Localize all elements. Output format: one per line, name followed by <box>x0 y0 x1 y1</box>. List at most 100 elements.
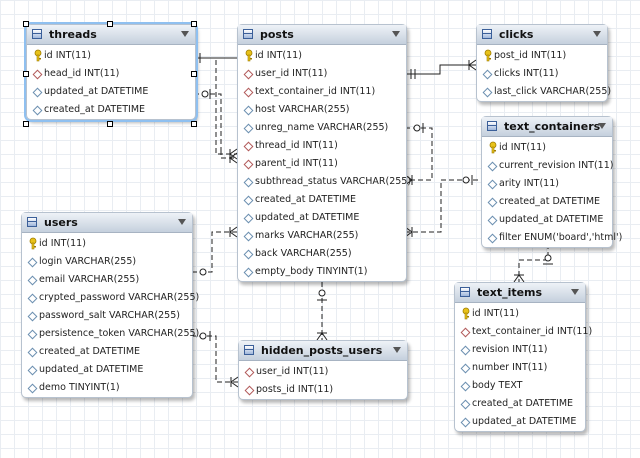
column-row[interactable]: subthread_status VARCHAR(255) <box>238 173 411 191</box>
column-diamond-icon <box>487 211 498 229</box>
selection-handle[interactable] <box>191 121 197 127</box>
selection-handle[interactable] <box>191 21 197 27</box>
column-row[interactable]: id INT(11) <box>482 139 612 157</box>
selection-handle[interactable] <box>23 71 29 77</box>
column-row[interactable]: crypted_password VARCHAR(255) <box>22 289 199 307</box>
column-row[interactable]: number INT(11) <box>455 359 585 377</box>
table-clicks[interactable]: clicks post_id INT(11) clicks INT(11) last_… <box>476 24 611 102</box>
column-row[interactable]: user_id INT(11) <box>239 363 407 381</box>
column-row[interactable]: body TEXT <box>455 377 585 395</box>
column-label: email VARCHAR(255) <box>39 274 140 285</box>
chevron-down-icon[interactable] <box>593 31 601 37</box>
column-row[interactable]: updated_at DATETIME <box>455 413 585 431</box>
column-label: password_salt VARCHAR(255) <box>39 310 180 321</box>
table-icon <box>32 29 42 39</box>
table-threads[interactable]: threads id INT(11) head_id INT(11)updated_… <box>24 22 198 122</box>
table-hidden-posts-users[interactable]: hidden_posts_users user_id INT(11) posts_i… <box>238 340 408 400</box>
column-row[interactable]: updated_at DATETIME <box>27 83 195 101</box>
column-row[interactable]: email VARCHAR(255) <box>22 271 192 289</box>
column-row[interactable]: arity INT(11) <box>482 175 612 193</box>
column-row[interactable]: filter ENUM('board','html') <box>482 229 622 247</box>
column-label: id INT(11) <box>39 238 86 249</box>
column-diamond-icon <box>27 271 38 289</box>
column-row[interactable]: created_at DATETIME <box>238 191 406 209</box>
column-row[interactable]: head_id INT(11) <box>27 65 195 83</box>
table-header[interactable]: text_containers <box>482 117 612 137</box>
column-row[interactable]: clicks INT(11) <box>477 65 607 83</box>
chevron-down-icon[interactable] <box>598 123 606 129</box>
column-diamond-icon <box>243 101 254 119</box>
column-diamond-icon <box>482 83 493 101</box>
table-header[interactable]: text_items <box>455 283 585 303</box>
column-label: posts_id INT(11) <box>256 384 334 395</box>
selection-handle[interactable] <box>191 71 197 77</box>
column-diamond-icon <box>487 229 498 247</box>
column-label: updated_at DATETIME <box>472 416 577 427</box>
chevron-down-icon[interactable] <box>181 31 189 37</box>
table-posts[interactable]: posts id INT(11)user_id INT(11)text_conta… <box>237 24 411 282</box>
column-diamond-icon <box>243 209 254 227</box>
column-row[interactable]: marks VARCHAR(255) <box>238 227 406 245</box>
table-header[interactable]: hidden_posts_users <box>239 341 407 361</box>
column-row[interactable]: unreg_name VARCHAR(255) <box>238 119 406 137</box>
column-row[interactable]: posts_id INT(11) <box>239 381 407 399</box>
column-row[interactable]: login VARCHAR(255) <box>22 253 192 271</box>
column-row[interactable]: updated_at DATETIME <box>22 361 192 379</box>
column-row[interactable]: empty_body TINYINT(1) <box>238 263 406 281</box>
column-row[interactable]: text_container_id INT(11) <box>238 83 406 101</box>
column-row[interactable]: created_at DATETIME <box>27 101 195 119</box>
column-row[interactable]: host VARCHAR(255) <box>238 101 406 119</box>
column-row[interactable]: updated_at DATETIME <box>482 211 612 229</box>
column-row[interactable]: created_at DATETIME <box>22 343 192 361</box>
table-header[interactable]: users <box>22 213 192 233</box>
column-row[interactable]: id INT(11) <box>455 305 585 323</box>
column-label: filter ENUM('board','html') <box>499 232 623 243</box>
column-list: id INT(11) login VARCHAR(255) email VARCHA… <box>22 233 199 397</box>
column-row[interactable]: revision INT(11) <box>455 341 585 359</box>
selection-handle[interactable] <box>107 21 113 27</box>
foreign-key-diamond-icon <box>244 363 255 381</box>
column-label: id INT(11) <box>44 50 91 61</box>
column-row[interactable]: text_container_id INT(11) <box>455 323 592 341</box>
column-row[interactable]: thread_id INT(11) <box>238 137 406 155</box>
primary-key-icon <box>461 305 471 323</box>
relationship-line <box>194 57 237 155</box>
column-row[interactable]: id INT(11) <box>238 47 406 65</box>
column-row[interactable]: created_at DATETIME <box>482 193 612 211</box>
column-row[interactable]: id INT(11) <box>22 235 192 253</box>
table-users[interactable]: users id INT(11) login VARCHAR(255) email V… <box>21 212 199 398</box>
column-diamond-icon <box>243 173 254 191</box>
column-label: clicks INT(11) <box>494 68 559 79</box>
column-row[interactable]: parent_id INT(11) <box>238 155 406 173</box>
selection-handle[interactable] <box>23 21 29 27</box>
chevron-down-icon[interactable] <box>393 347 401 353</box>
column-row[interactable]: id INT(11) <box>27 47 195 65</box>
crows-foot-marker <box>230 376 239 388</box>
column-row[interactable]: post_id INT(11) <box>477 47 607 65</box>
column-row[interactable]: current_revision INT(11) <box>482 157 613 175</box>
column-row[interactable]: password_salt VARCHAR(255) <box>22 307 192 325</box>
crows-foot-marker <box>513 274 525 283</box>
table-header[interactable]: posts <box>238 25 406 45</box>
table-header[interactable]: clicks <box>477 25 607 45</box>
column-row[interactable]: created_at DATETIME <box>455 395 585 413</box>
table-header[interactable]: threads <box>27 25 195 45</box>
column-row[interactable]: updated_at DATETIME <box>238 209 406 227</box>
chevron-down-icon[interactable] <box>571 289 579 295</box>
optional-circle-marker <box>462 176 470 184</box>
column-row[interactable]: user_id INT(11) <box>238 65 406 83</box>
chevron-down-icon[interactable] <box>392 31 400 37</box>
column-diamond-icon <box>487 157 498 175</box>
chevron-down-icon[interactable] <box>178 219 186 225</box>
column-row[interactable]: back VARCHAR(255) <box>238 245 406 263</box>
column-label: parent_id INT(11) <box>255 158 338 169</box>
column-row[interactable]: demo TINYINT(1) <box>22 379 192 397</box>
selection-handle[interactable] <box>23 121 29 127</box>
column-row[interactable]: persistence_token VARCHAR(255) <box>22 325 199 343</box>
crows-foot-marker <box>229 152 238 164</box>
column-row[interactable]: last_click VARCHAR(255) <box>477 83 611 101</box>
selection-handle[interactable] <box>107 121 113 127</box>
column-label: marks VARCHAR(255) <box>255 230 359 241</box>
